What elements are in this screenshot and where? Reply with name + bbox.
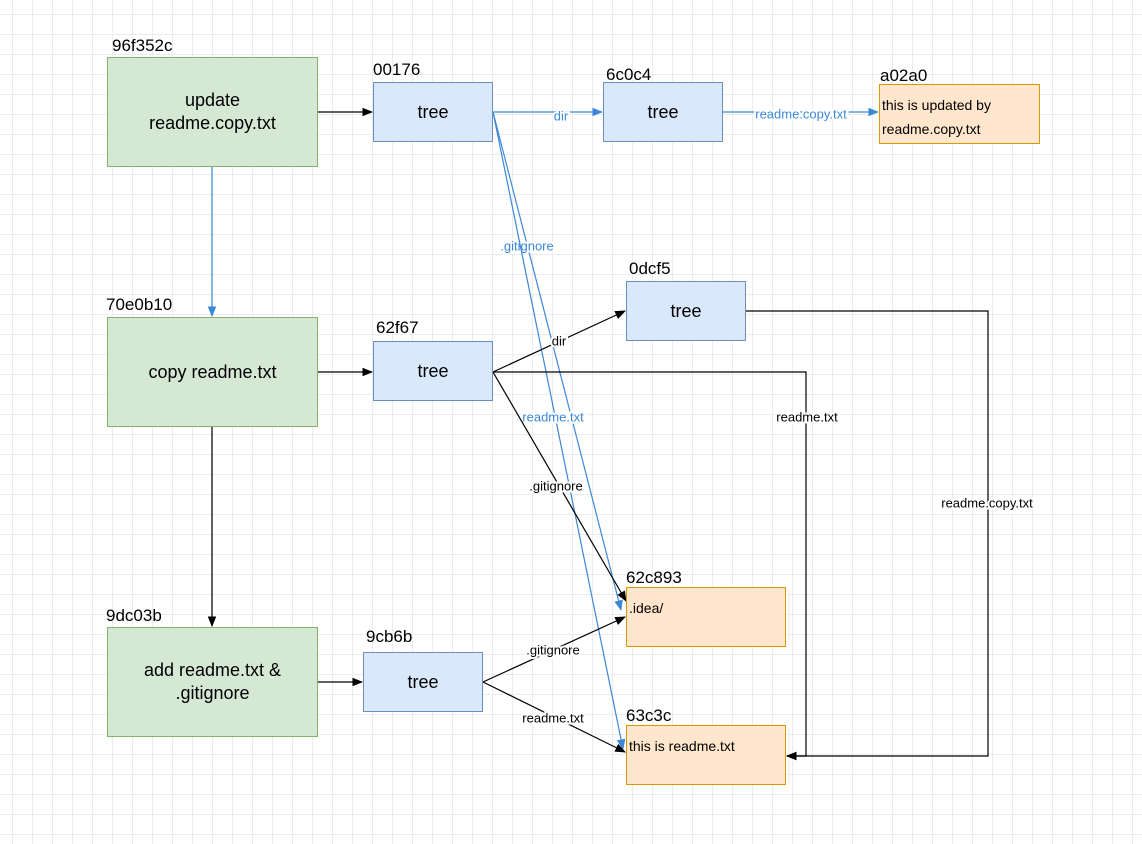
commit-node-9dc03b: add readme.txt & .gitignore <box>107 627 318 737</box>
edge-t4-to-b2 <box>492 371 627 602</box>
edge-t3-to-b3 <box>746 310 989 761</box>
edge-label: readme.txt <box>522 409 584 424</box>
tree-label: tree <box>647 101 679 122</box>
commit-hash-label: 96f352c <box>112 36 173 55</box>
edge-t5-to-b2 <box>482 616 626 683</box>
tree-label: tree <box>407 671 439 692</box>
edge-label: dir <box>554 108 569 123</box>
tree-hash-label: 6c0c4 <box>606 65 652 84</box>
commit-label: copy readme.txt <box>148 361 277 382</box>
blob-label: this is readme.txt <box>629 738 735 754</box>
blob-node-63c3c: this is readme.txt <box>626 725 786 785</box>
commit-hash-label: 9dc03b <box>106 606 162 625</box>
commit-node-70e0b10: copy readme.txt <box>107 317 318 427</box>
commit-hash-label: 70e0b10 <box>106 295 173 314</box>
blob-hash-label: 63c3c <box>626 706 672 725</box>
tree-hash-label: 0dcf5 <box>629 259 671 278</box>
edge-label: readme.txt <box>522 710 584 725</box>
commit-node-96f352c: update readme.copy.txt <box>107 57 318 167</box>
edge-t5-to-b3 <box>482 681 626 753</box>
blob-label: .idea/ <box>629 600 664 616</box>
tree-hash-label: 00176 <box>373 60 421 79</box>
blob-hash-label: a02a0 <box>880 66 928 85</box>
tree-node-62f67: tree <box>373 341 493 401</box>
tree-node-9cb6b: tree <box>363 652 483 712</box>
blob-node-62c893: .idea/ <box>626 587 786 647</box>
edge-t1-to-b3 <box>492 111 626 751</box>
tree-hash-label: 9cb6b <box>366 627 413 646</box>
tree-node-00176: tree <box>373 82 493 142</box>
tree-label: tree <box>670 300 702 321</box>
edge-label: readme.copy.txt <box>755 106 847 121</box>
edge-t4-to-b3 <box>493 371 807 761</box>
tree-label: tree <box>417 101 449 122</box>
blob-node-a02a0: this is updated by readme.copy.txt <box>879 84 1040 144</box>
edge-label: dir <box>552 333 567 348</box>
tree-node-6c0c4: tree <box>603 82 723 142</box>
tree-hash-label: 62f67 <box>376 318 419 337</box>
tree-label: tree <box>417 360 449 381</box>
edge-label: .gitignore <box>529 478 582 493</box>
edge-t4-to-t3 <box>492 310 626 373</box>
edge-label: .gitignore <box>500 238 553 253</box>
tree-node-0dcf5: tree <box>626 281 746 341</box>
commit-label: update readme.copy.txt <box>149 90 276 133</box>
blob-label: this is updated by readme.copy.txt <box>882 97 991 137</box>
commit-label: add readme.txt & .gitignore <box>143 660 282 703</box>
edge-label: readme.copy.txt <box>941 495 1033 510</box>
edge-label: readme.txt <box>776 409 838 424</box>
blob-hash-label: 62c893 <box>626 568 682 587</box>
edge-label: .gitignore <box>526 642 579 657</box>
edge-t1-to-b2 <box>492 111 623 612</box>
